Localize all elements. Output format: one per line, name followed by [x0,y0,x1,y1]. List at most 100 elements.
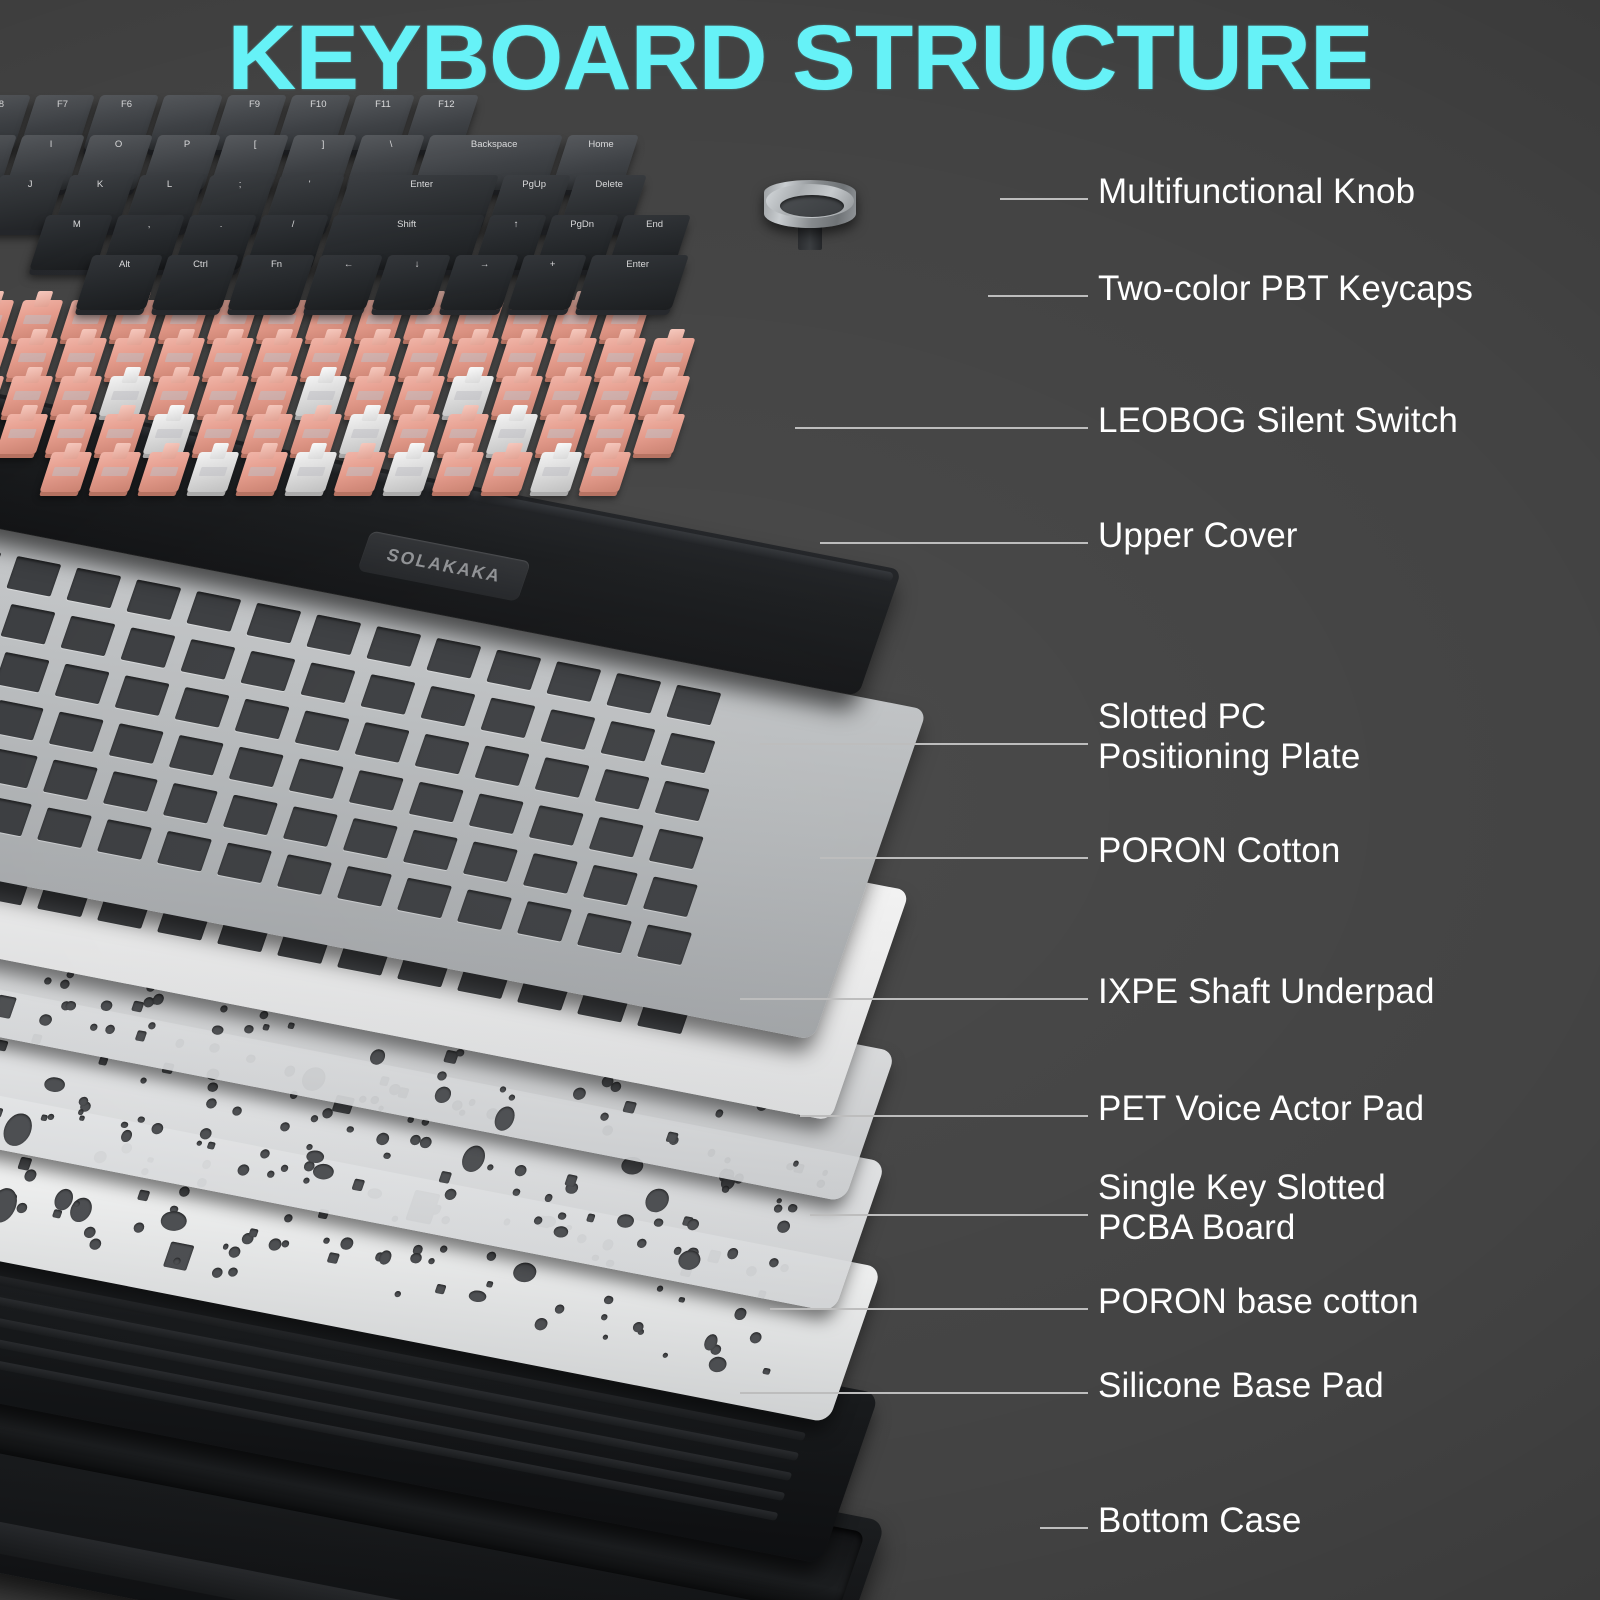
perforation-hole [262,1023,271,1031]
plate-slot [294,710,350,752]
plate-slot [36,807,92,849]
keycap-legend: I [49,139,53,150]
plate-slot [522,853,578,894]
perforation-hole [0,1110,37,1149]
label-slotted-pc-positioning-plate: Slotted PC Positioning Plate [1098,697,1361,776]
plate-slot [402,829,458,871]
perforation-hole [768,1257,781,1268]
label-multifunctional-knob: Multifunctional Knob [1098,172,1416,211]
perforation-hole [286,1021,296,1030]
keycap-legend: Enter [626,259,650,270]
perforation-hole [485,1250,498,1262]
plate-slot [156,830,212,872]
keycap-legend: → [479,259,490,270]
plate-slot [6,556,62,597]
keycap: ← [303,255,383,310]
perforation-hole [642,1186,673,1215]
keycap-legend: Alt [119,259,131,270]
plate-slot [126,579,182,621]
perforation-hole [714,1108,725,1118]
perforation-hole [210,1024,225,1037]
plate-slot [228,746,284,788]
layer-pbt-keycaps: F9F8F7F6F9F10F11F12UIOP[]\BackspaceHomeJ… [0,95,870,345]
perforation-hole [485,1164,494,1172]
perforation-hole [196,1140,204,1147]
plate-slot [576,912,632,954]
keycap: Alt [75,255,163,310]
perforation-hole [762,1368,771,1376]
perforation-hole [51,1209,63,1219]
stabilizer-switch [529,452,583,492]
keycap-legend: . [219,219,223,230]
keycap: → [439,255,519,310]
keycap: ↓ [371,255,451,310]
keycap-legend: J [27,179,33,190]
perforation-hole [434,1283,447,1294]
keycap-legend: Fn [271,259,283,270]
keycap-legend: P [183,139,190,150]
perforation-hole [204,1097,219,1110]
silent-switch [0,414,49,454]
plate-slot [240,650,296,692]
perforation-hole [346,1125,355,1134]
plate-slot [0,747,38,789]
plate-slot [528,805,584,846]
perforation-hole [282,1213,294,1223]
plate-slot [480,697,536,739]
plate-slot [42,759,98,801]
perforation-hole [491,1104,519,1133]
perforation-hole [615,1213,636,1229]
perforation-hole [533,1317,549,1332]
perforation-hole [151,993,166,1006]
keycap: Ctrl [151,255,239,310]
plate-slot [288,758,344,799]
perforation-hole [136,1115,146,1124]
label-pet-voice-actor-pad: PET Voice Actor Pad [1098,1089,1425,1128]
perforation-hole [438,1170,453,1184]
perforation-hole [78,1114,86,1121]
perforation-hole [322,1237,331,1245]
leader-line-single-key-slotted-pcba-board [810,1214,1088,1216]
perforation-hole [210,1266,224,1279]
silent-switch [137,452,191,492]
perforation-hole [139,1076,148,1085]
stabilizer-switch [186,452,240,492]
perforation-hole [258,1148,271,1160]
keycap-legend: ' [308,179,311,190]
plate-slot [600,720,656,762]
brand-plate-text: SOLAKAKA [384,545,505,587]
leader-line-bottom-case [1040,1527,1088,1529]
label-upper-cover: Upper Cover [1098,516,1298,555]
plate-slot [306,614,362,656]
plate-slot [114,675,170,716]
perforation-hole [302,1177,311,1185]
perforation-hole [571,1086,588,1101]
perforation-hole [134,1030,148,1042]
perforation-hole [772,1203,784,1214]
perforation-hole [88,1023,99,1032]
plate-slot [336,865,392,907]
leader-line-leobog-silent-switch [795,427,1088,429]
plate-slot [234,698,290,740]
stabilizer-switch [284,452,338,492]
perforation-hole [280,1240,290,1249]
perforation-hole [381,1151,392,1160]
perforation-hole [435,1070,448,1082]
perforation-hole [221,1243,230,1250]
perforation-hole [326,1252,340,1265]
keycap-legend: / [291,219,295,230]
perforation-hole [14,1201,30,1215]
plate-slot [666,684,722,726]
plate-slot [0,544,2,585]
perforation-hole [678,1296,686,1303]
perforation-hole [198,1127,214,1141]
perforation-hole [248,1228,260,1238]
plate-slot [282,806,338,847]
perforation-hole [77,1109,85,1116]
perforation-hole [393,1290,402,1298]
leader-line-silicone-base-pad [740,1392,1088,1394]
keycap-legend: ↓ [414,259,420,270]
perforation-hole [622,1100,637,1114]
perforation-hole [551,1224,570,1239]
perforation-hole [661,1352,669,1359]
